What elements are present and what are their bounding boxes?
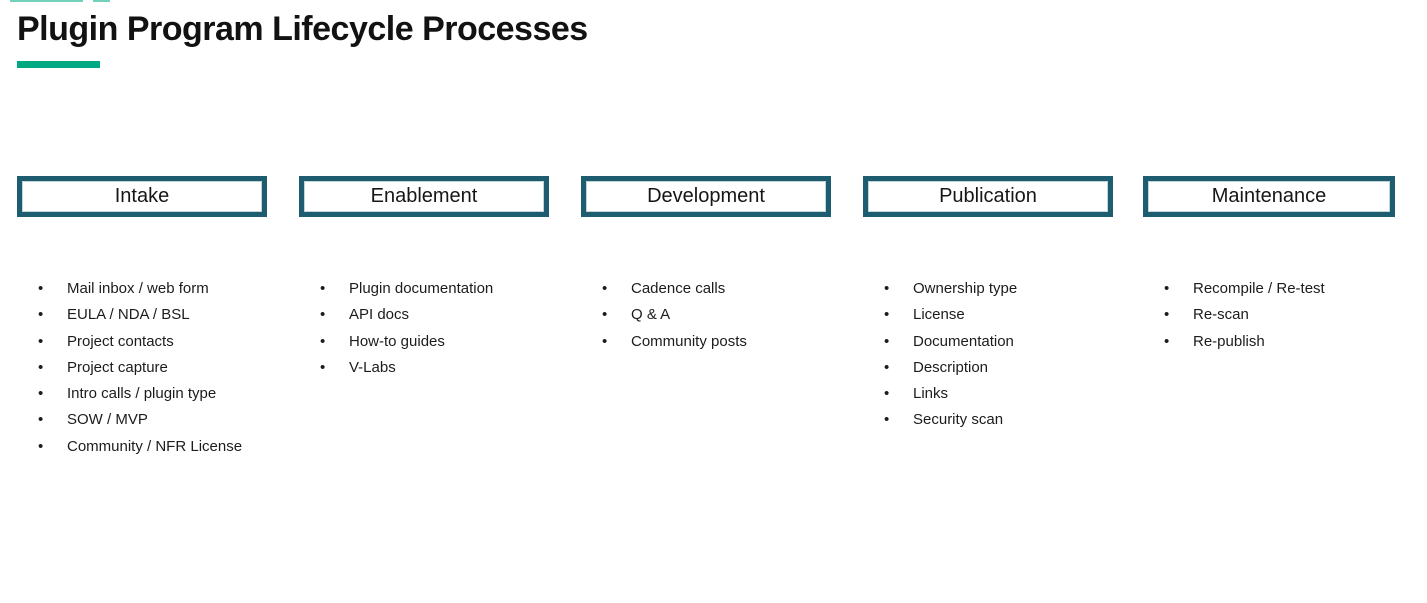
list-item: • License: [863, 302, 1113, 328]
stage-header-label: Enablement: [370, 185, 478, 207]
list-item: • Re-scan: [1143, 302, 1395, 328]
list-item-label: Description: [913, 358, 989, 376]
top-edge-green-artifact: [10, 0, 83, 2]
list-item-label: Re-publish: [1193, 332, 1265, 350]
stage-header-development: Development: [581, 176, 831, 217]
list-item-label: Mail inbox / web form: [67, 280, 209, 297]
bullet-icon: •: [38, 385, 44, 403]
list-item-label: Re-scan: [1193, 306, 1249, 324]
stage-list-publication: • Ownership type • License • Documentation • De…: [863, 276, 1113, 434]
list-item-label: Q & A: [631, 306, 671, 324]
stage-header-enablement: Enablement: [299, 176, 549, 217]
stage-header-label: Development: [647, 185, 765, 207]
stage-header-label: Maintenance: [1211, 185, 1327, 207]
stage-list-development: • Cadence calls • Q & A • Community posts: [581, 276, 831, 355]
stage-header-maintenance: Maintenance: [1143, 176, 1395, 217]
list-item: • Q & A: [581, 302, 831, 328]
bullet-icon: •: [602, 280, 608, 297]
list-item: • Security scan: [863, 407, 1113, 433]
list-item-label: Project contacts: [67, 332, 174, 350]
bullet-icon: •: [320, 306, 326, 324]
list-item-label: Project capture: [67, 358, 168, 376]
list-item: • SOW / MVP: [17, 407, 267, 433]
stage-header-intake: Intake: [17, 176, 267, 217]
bullet-icon: •: [884, 411, 890, 429]
bullet-icon: •: [38, 306, 44, 324]
bullet-icon: •: [884, 280, 890, 297]
list-item-label: V-Labs: [349, 358, 396, 376]
stage-header-label: Intake: [114, 185, 170, 207]
list-item: • Ownership type: [863, 276, 1113, 302]
title-accent-bar: [17, 61, 100, 68]
page-title: Plugin Program Lifecycle Processes: [17, 10, 588, 48]
stage-list-maintenance: • Recompile / Re-test • Re-scan • Re-publish: [1143, 276, 1395, 355]
stage-column-publication: Publication • Ownership type • License • Docu…: [863, 176, 1113, 556]
list-item-label: Recompile / Re-test: [1193, 280, 1325, 297]
list-item-label: Security scan: [913, 411, 1004, 429]
bullet-icon: •: [884, 358, 890, 376]
bullet-icon: •: [38, 358, 44, 376]
list-item: • Mail inbox / web form: [17, 276, 267, 302]
list-item: • Community posts: [581, 329, 831, 355]
list-item-label: Intro calls / plugin type: [67, 385, 217, 403]
stage-column-development: Development • Cadence calls • Q & A • Communi…: [581, 176, 831, 556]
list-item: • V-Labs: [299, 355, 549, 381]
list-item-label: SOW / MVP: [67, 411, 148, 429]
bullet-icon: •: [38, 332, 44, 350]
stage-column-enablement: Enablement • Plugin documentation • API doc…: [299, 176, 549, 556]
list-item: • Links: [863, 381, 1113, 407]
stage-column-maintenance: Maintenance • Recompile / Re-test • Re-scan…: [1143, 176, 1395, 556]
list-item: • Project capture: [17, 355, 267, 381]
bullet-icon: •: [884, 332, 890, 350]
bullet-icon: •: [884, 306, 890, 324]
bullet-icon: •: [38, 280, 44, 297]
list-item: • EULA / NDA / BSL: [17, 302, 267, 328]
stage-list-intake: •Mail inbox / web form•EULA / NDA / BSL•…: [17, 276, 267, 460]
bullet-icon: •: [602, 332, 608, 350]
list-item-label: Links: [913, 385, 949, 403]
list-item-label: EULA / NDA / BSL: [67, 306, 190, 324]
list-item-label: Community / NFR License: [67, 437, 243, 455]
list-item-label: API docs: [349, 306, 410, 324]
list-item: • Project contacts: [17, 329, 267, 355]
bullet-icon: •: [320, 332, 326, 350]
list-item: • Documentation: [863, 329, 1113, 355]
list-item-label: Plugin documentation: [349, 280, 494, 297]
list-item: • How-to guides: [299, 329, 549, 355]
list-item-label: License: [913, 306, 965, 324]
bullet-icon: •: [1164, 306, 1170, 324]
list-item: • Re-publish: [1143, 329, 1395, 355]
list-item-label: Cadence calls: [631, 280, 726, 297]
list-item-label: Community posts: [631, 332, 747, 350]
list-item: • Cadence calls: [581, 276, 831, 302]
list-item-label: How-to guides: [349, 332, 445, 350]
list-item: • Community / NFR License: [17, 434, 267, 460]
list-item: • Recompile / Re-test: [1143, 276, 1395, 302]
stage-header-publication: Publication: [863, 176, 1113, 217]
top-edge-green-artifact: [93, 0, 110, 2]
stage-column-intake: Intake • Mail inbox / web form • EULA / NDA…: [17, 176, 267, 556]
stage-header-label: Publication: [939, 185, 1037, 207]
bullet-icon: •: [1164, 280, 1170, 297]
bullet-icon: •: [320, 358, 326, 376]
bullet-icon: •: [1164, 332, 1170, 350]
list-item-label: Ownership type: [913, 280, 1018, 297]
bullet-icon: •: [38, 437, 44, 455]
bullet-icon: •: [884, 385, 890, 403]
list-item: • API docs: [299, 302, 549, 328]
bullet-icon: •: [320, 280, 326, 297]
list-item: • Intro calls / plugin type: [17, 381, 267, 407]
list-item: • Description: [863, 355, 1113, 381]
list-item-label: Documentation: [913, 332, 1014, 350]
list-item: • Plugin documentation: [299, 276, 549, 302]
bullet-icon: •: [38, 411, 44, 429]
bullet-icon: •: [602, 306, 608, 324]
stage-list-enablement: • Plugin documentation • API docs • How-to gu…: [299, 276, 549, 381]
